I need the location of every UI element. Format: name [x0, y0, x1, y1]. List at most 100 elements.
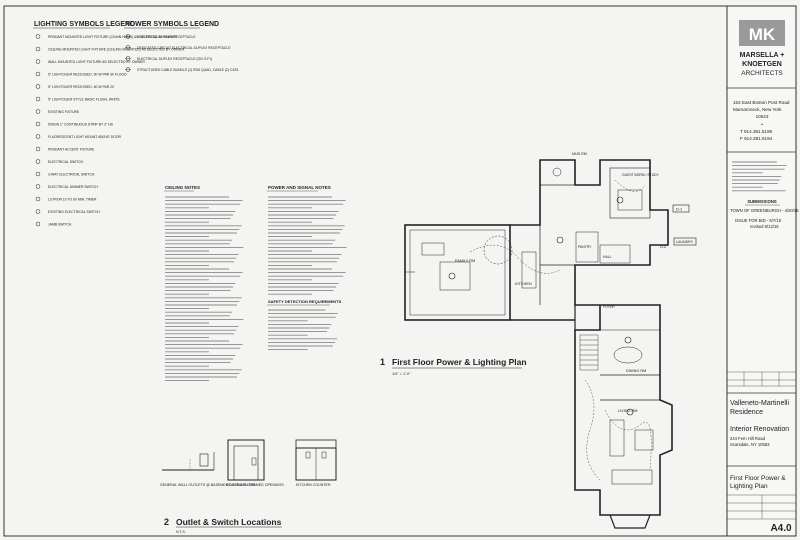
lighting-legend-item: 5/SIGN 1" CONTINUOUS STRIP BY 2" HD	[48, 123, 114, 127]
lighting-legend-item: 5" LIGHTOLIER RECESSED, 60 W PAR 20	[48, 85, 114, 89]
room-family: FAMILY RM	[455, 259, 475, 263]
legend-symbol-icon	[35, 84, 41, 89]
power-legend-list: ELECTRICAL DUPLEX RECEPTACLE DEDICATED CI…	[125, 34, 238, 72]
legend-symbol-icon	[35, 59, 41, 64]
project-address-1: 244 Fern Hill Road	[730, 436, 766, 441]
project-name-1: Valleneto-Martinelli	[730, 400, 789, 407]
plan-scale: 1/4" = 1'-0"	[392, 372, 411, 376]
firm-zip: 10543	[756, 114, 769, 119]
power-legend-item: ELECTRICAL DUPLEX RECEPTACLE (ON G.F.I)	[137, 57, 212, 61]
power-notes-text	[268, 196, 347, 295]
lighting-legend-item: ELECTRICAL SWITCH	[48, 160, 84, 164]
lighting-legend-item: 3-WAY ELECTRICAL SWITCH	[48, 173, 95, 177]
lighting-legend-item: JAMB SWITCH	[48, 223, 72, 227]
legend-symbol-icon	[35, 221, 41, 227]
ceiling-notes: CEILING NOTES	[164, 185, 244, 382]
lighting-legend-item: PENDANT ACCENT FIXTURE	[48, 148, 95, 152]
first-floor-plan	[404, 159, 697, 529]
plan-tag-1: D-1	[676, 208, 682, 212]
room-hall: HALL	[603, 255, 612, 259]
door-elevation: DOORS AND FRAMED OPENINGS	[226, 439, 284, 487]
firm-address-2: Mamaroneck, New York	[733, 107, 782, 112]
room-kitchen: KITCHEN	[515, 282, 532, 286]
room-living: LIVING RM	[618, 409, 637, 413]
lighting-legend-item: FLUORESCENT LIGHT MOUNT ABOVE DOOR	[48, 135, 121, 139]
sheet-number: A4.0	[770, 523, 792, 534]
lighting-legend-item: LUTRON 10 TO 60 MIN. TIMER	[48, 198, 97, 202]
legend-symbol-icon	[35, 34, 41, 39]
legends: LIGHTING SYMBOLS LEGEND PENDANT MOUNTED …	[33, 21, 238, 227]
drawing-title-2: Lighting Plan	[730, 483, 768, 490]
legend-symbol-icon	[35, 46, 41, 52]
project-type: Interior Renovation	[730, 426, 789, 433]
lighting-legend-item: PENDANT MOUNTED LIGHT FIXTURE (CHAIN HUN…	[48, 35, 177, 39]
plan-tag-2: D-2	[660, 245, 666, 249]
legend-symbol-icon	[35, 171, 41, 177]
legend-symbol-icon	[35, 209, 41, 214]
lighting-legend-item: EXISTING FIXTURE	[48, 110, 80, 114]
firm-address-1: 154 East Boston Post Road	[733, 100, 790, 105]
lighting-legend-item: CEILING MOUNTED LIGHT FIXTURE (CEILING M…	[48, 48, 185, 52]
power-signal-notes: POWER AND SIGNAL NOTES SAFETY DETECTION …	[267, 185, 347, 351]
submission-2: ISSUE FOR BID - 5/7/15	[735, 218, 782, 223]
lighting-legend-item: EXISTING ELECTRICAL SWITCH	[48, 210, 100, 214]
room-laundry: LAUNDRY	[676, 240, 694, 244]
lighting-legend-item: WALL MOUNTED LIGHT FIXTURE AS SELECTED B…	[48, 60, 145, 64]
lighting-legend-item: 5" LIGHTOLIER RECESSED, 90 W PAR 30 FLOO…	[48, 73, 127, 77]
lighting-legend-item: ELECTRICAL DIMMER SWITCH	[48, 185, 98, 189]
legend-symbol-icon	[35, 159, 41, 164]
plan-title: First Floor Power & Lighting Plan	[392, 357, 527, 367]
firm-name-3: ARCHITECTS	[741, 70, 783, 77]
detail-number: 2	[164, 517, 169, 527]
detail-caption-2: DOORS AND FRAMED OPENINGS	[226, 483, 284, 487]
wall-outlet-elevation: GENERAL WALL OUTLETS @ BASEMENT & 2ND FL…	[160, 452, 256, 487]
safety-notes-text	[268, 309, 338, 351]
safety-notes-title: SAFETY DETECTION REQUIREMENTS	[268, 299, 342, 304]
outlet-switch-detail: GENERAL WALL OUTLETS @ BASEMENT & 2ND FL…	[160, 439, 337, 534]
legend-symbol-icon	[35, 109, 41, 114]
kitchen-counter-elevation: KITCHEN COUNTER	[295, 439, 337, 487]
firm-logo	[739, 20, 785, 46]
firm-name-2: KNOETGEN	[742, 61, 782, 68]
firm-tel: T 914.381.5198	[740, 129, 773, 134]
power-legend-item: DEDICATED CIRCUIT ELECTRICAL DUPLEX RECE…	[137, 46, 231, 50]
legend-symbol-icon	[35, 96, 41, 102]
lighting-legend-item: 5" LIGHTOLIER STYLE BASIC FLUSH, WHITE	[48, 98, 121, 102]
logo-mark: MK	[749, 25, 776, 44]
detail-caption-3: KITCHEN COUNTER	[296, 483, 331, 487]
lighting-legend-title: LIGHTING SYMBOLS LEGEND	[34, 21, 135, 28]
ceiling-notes-text	[165, 196, 244, 382]
legend-symbol-icon	[35, 134, 41, 139]
submission-1: TOWN OF GREENBURGH - 4/20/15	[730, 208, 799, 213]
lighting-legend-list: PENDANT MOUNTED LIGHT FIXTURE (CHAIN HUN…	[35, 34, 185, 227]
title-block: MK MARSELLA + KNOETGEN ARCHITECTS 154 Ea…	[726, 5, 799, 537]
room-foyer: FOYER	[603, 305, 615, 309]
power-legend-title: POWER SYMBOLS LEGEND	[125, 21, 219, 28]
room-dining: DINING RM	[626, 369, 646, 373]
firm-name-1: MARSELLA +	[740, 52, 785, 59]
room-guest: GUEST BDRM / STUDY	[622, 173, 660, 177]
room-pantry: PANTRY	[578, 245, 592, 249]
plan-labels: FAMILY RM KITCHEN MUD RM GUEST BDRM / ST…	[380, 152, 694, 413]
title-block-fine-print	[732, 161, 787, 192]
power-legend-item: ELECTRICAL DUPLEX RECEPTACLE	[137, 35, 196, 39]
power-legend-item: STRUCTURED CABLE BUNDLE (2) RG6 QUAD, CA…	[137, 68, 238, 72]
submission-3: revised 8/12/15	[750, 224, 779, 229]
detail-caption-1: GENERAL WALL OUTLETS @ BASEMENT & 2ND FL…	[160, 483, 256, 487]
power-notes-title: POWER AND SIGNAL NOTES	[268, 185, 331, 190]
project-address-2: Scarsdale, NY 10583	[730, 442, 770, 447]
submissions-label: SUBMISSIONS	[747, 199, 777, 204]
legend-symbol-icon	[35, 196, 41, 202]
plan-number: 1	[380, 357, 385, 367]
project-name-2: Residence	[730, 409, 763, 416]
svg-text:•: •	[761, 122, 763, 127]
detail-title: Outlet & Switch Locations	[176, 517, 282, 527]
drawing-title-1: First Floor Power &	[730, 475, 786, 482]
firm-fax: F 914.381.5194	[740, 136, 773, 141]
detail-scale: N.T.S.	[176, 530, 186, 534]
room-mud: MUD RM	[572, 152, 587, 156]
legend-symbol-icon	[35, 146, 41, 152]
legend-symbol-icon	[35, 71, 41, 77]
